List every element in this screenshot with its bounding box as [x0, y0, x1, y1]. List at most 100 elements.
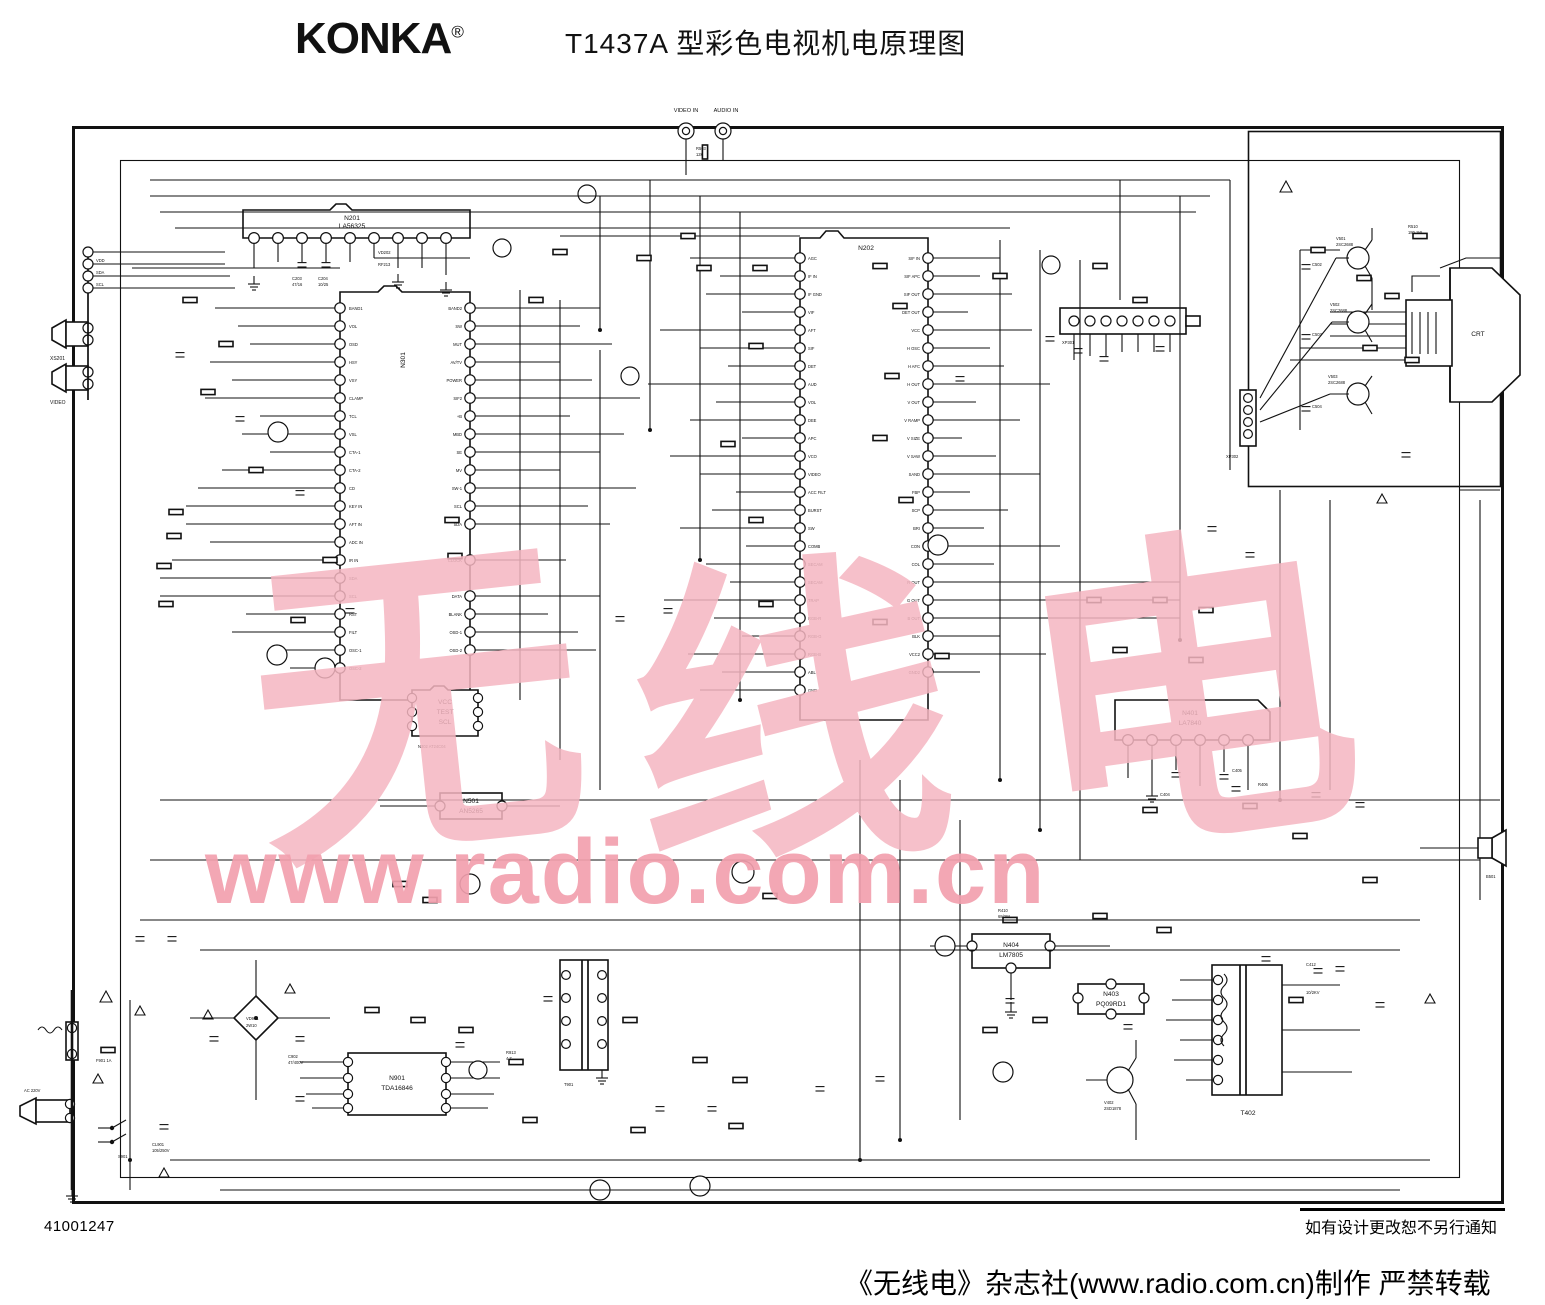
svg-text:COL: COL	[912, 562, 921, 567]
svg-text:V503: V503	[1328, 374, 1338, 379]
svg-text:SW-1: SW-1	[452, 486, 463, 491]
svg-text:BAND1: BAND1	[349, 306, 363, 311]
svg-text:SECAM: SECAM	[808, 580, 823, 585]
svg-text:V402: V402	[1104, 1100, 1114, 1105]
svg-text:RGB-R: RGB-R	[808, 616, 821, 621]
svg-text:N201: N201	[344, 215, 360, 222]
svg-text:BLANK: BLANK	[449, 612, 463, 617]
svg-text:C502: C502	[1312, 262, 1323, 267]
svg-text:PQ09RD1: PQ09RD1	[1096, 1001, 1126, 1008]
svg-text:V502: V502	[1330, 302, 1340, 307]
svg-text:AFT IN: AFT IN	[349, 522, 362, 527]
svg-text:SIF IN: SIF IN	[908, 256, 920, 261]
smps-transformer: T901	[559, 959, 609, 1087]
svg-text:V SIZE: V SIZE	[907, 436, 920, 441]
svg-text:S901: S901	[118, 1154, 128, 1159]
svg-text:R503: R503	[696, 146, 707, 151]
svg-text:DEE: DEE	[808, 418, 817, 423]
svg-text:SE: SE	[457, 450, 463, 455]
svg-text:RGB-G: RGB-G	[808, 634, 821, 639]
svg-text:C204: C204	[318, 276, 329, 281]
svg-text:ADC IN: ADC IN	[349, 540, 363, 545]
svg-text:KEY IN: KEY IN	[349, 504, 362, 509]
ac-mains-section: AC 220V F901 1A S901 CL901 105/250V	[19, 960, 330, 1190]
svg-text:AUDIO IN: AUDIO IN	[714, 108, 739, 114]
svg-text:XS201: XS201	[50, 356, 65, 362]
brand-text: KONKA	[295, 14, 452, 63]
svg-text:T901: T901	[564, 1082, 574, 1087]
svg-text:R406: R406	[1258, 782, 1269, 787]
svg-text:IF GND: IF GND	[808, 292, 822, 297]
change-notice: 如有设计更改恕不另行通知	[1305, 1220, 1498, 1237]
keyboard-connector: XP301	[1059, 307, 1201, 360]
svg-text:VDD: VDD	[96, 258, 105, 263]
svg-text:N501: N501	[463, 798, 479, 805]
svg-text:IF IN: IF IN	[808, 274, 817, 279]
svg-text:VOL: VOL	[808, 400, 817, 405]
svg-text:LA56325: LA56325	[339, 223, 366, 230]
svg-text:B501: B501	[1486, 874, 1496, 879]
svg-text:B OUT: B OUT	[907, 616, 920, 621]
svg-text:12K: 12K	[696, 152, 704, 157]
svg-text:GND: GND	[808, 688, 817, 693]
svg-text:FILT: FILT	[349, 630, 358, 635]
svg-text:CON: CON	[911, 544, 920, 549]
svg-text:VD202: VD202	[378, 250, 391, 255]
svg-text:2SC2688: 2SC2688	[1328, 380, 1346, 385]
page-header: KONKA® T1437A 型彩色电视机电原理图	[0, 0, 1545, 76]
svg-text:CLAMP: CLAMP	[349, 396, 363, 401]
eeprom-block: VCC TEST SCL N302 AT24C04	[406, 685, 484, 749]
svg-text:RF213: RF213	[378, 262, 391, 267]
page-title: T1437A 型彩色电视机电原理图	[565, 28, 967, 59]
svg-text:DET: DET	[808, 364, 817, 369]
svg-text:AC 220V: AC 220V	[24, 1088, 41, 1093]
svg-text:H AFC: H AFC	[908, 364, 920, 369]
caution-markers	[92, 179, 1436, 1178]
discrete-transistors	[266, 184, 1061, 1201]
svg-text:SW: SW	[808, 526, 815, 531]
svg-text:VIDEO: VIDEO	[50, 400, 66, 406]
vertical-deflection-block: N401 LA7840 C404 C405 R406	[1114, 699, 1271, 797]
svg-text:VIF: VIF	[808, 310, 815, 315]
svg-text:BAND2: BAND2	[448, 306, 462, 311]
svg-text:N301: N301	[400, 352, 407, 368]
svg-text:POWER: POWER	[447, 378, 463, 383]
svg-text:V SAW: V SAW	[907, 454, 920, 459]
svg-text:RST: RST	[349, 612, 358, 617]
bus-wiring	[129, 179, 1500, 1191]
svg-text:TDA16846: TDA16846	[381, 1085, 413, 1092]
svg-text:SW: SW	[455, 324, 462, 329]
svg-text:G OUT: G OUT	[907, 598, 920, 603]
svg-text:VSY: VSY	[349, 378, 357, 383]
svg-text:VSL: VSL	[349, 432, 357, 437]
konka-logo: KONKA®	[295, 14, 464, 64]
svg-text:OSC-2: OSC-2	[349, 666, 362, 671]
svg-text:OSD-2: OSD-2	[449, 648, 462, 653]
svg-text:DATA: DATA	[452, 594, 463, 599]
ground-symbols	[66, 274, 1158, 1203]
svg-text:C902: C902	[288, 1054, 299, 1059]
svg-text:+B: +B	[457, 414, 462, 419]
speaker-output: B501	[1420, 828, 1507, 879]
svg-text:OSD: OSD	[349, 342, 358, 347]
svg-text:N404: N404	[1003, 942, 1019, 949]
svg-text:SAND: SAND	[909, 472, 920, 477]
svg-text:XP302: XP302	[1226, 454, 1239, 459]
svg-text:SCL: SCL	[349, 594, 358, 599]
registered-mark: ®	[451, 22, 463, 42]
svg-text:IR IN: IR IN	[349, 558, 358, 563]
svg-text:MV: MV	[456, 468, 462, 473]
svg-text:V OUT: V OUT	[907, 400, 920, 405]
svg-text:VOL: VOL	[349, 324, 358, 329]
svg-text:VIDEO: VIDEO	[808, 472, 821, 477]
svg-text:2W10: 2W10	[246, 1023, 257, 1028]
svg-text:2SC2688: 2SC2688	[1336, 242, 1354, 247]
svg-text:68/2W: 68/2W	[998, 914, 1010, 919]
svg-text:SDA: SDA	[349, 576, 358, 581]
